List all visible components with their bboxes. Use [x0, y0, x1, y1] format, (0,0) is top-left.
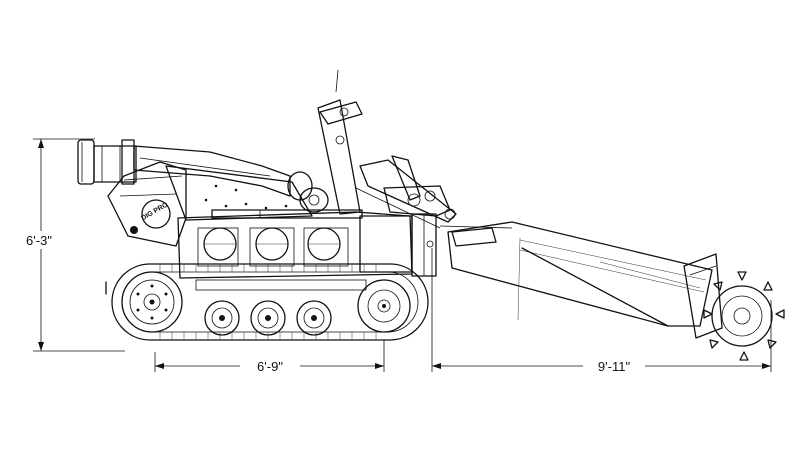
track-length-label: 6'-9"	[257, 359, 283, 374]
chassis: DIG PRO	[107, 161, 451, 279]
arrow-head	[38, 342, 44, 351]
road-wheel	[250, 300, 286, 336]
arrow-head	[38, 139, 44, 148]
boom-reach-dimension: 9'-11"	[431, 248, 772, 375]
arrow-head	[375, 363, 384, 369]
arrow-head	[762, 363, 771, 369]
road-wheel	[296, 300, 332, 336]
height-dimension-label: 6'-3"	[26, 233, 52, 248]
logo-decal-text: DIG PRO	[140, 201, 170, 222]
height-dimension: 6'-3"	[14, 138, 125, 352]
bolt	[130, 226, 138, 234]
spoil-mast-arm	[317, 69, 513, 229]
boom-reach-label: 9'-11"	[598, 359, 631, 374]
discharge-chute	[77, 139, 329, 213]
track-length-dimension: 6'-9"	[154, 340, 385, 375]
road-wheel	[204, 300, 240, 336]
digging-boom	[447, 221, 785, 361]
drive-sprocket	[121, 271, 183, 333]
arrow-head	[432, 363, 441, 369]
track-cleats	[159, 264, 377, 340]
arrow-head	[155, 363, 164, 369]
idler-wheel	[357, 279, 411, 333]
cutter-teeth	[703, 271, 785, 361]
crawler-track	[105, 263, 429, 341]
